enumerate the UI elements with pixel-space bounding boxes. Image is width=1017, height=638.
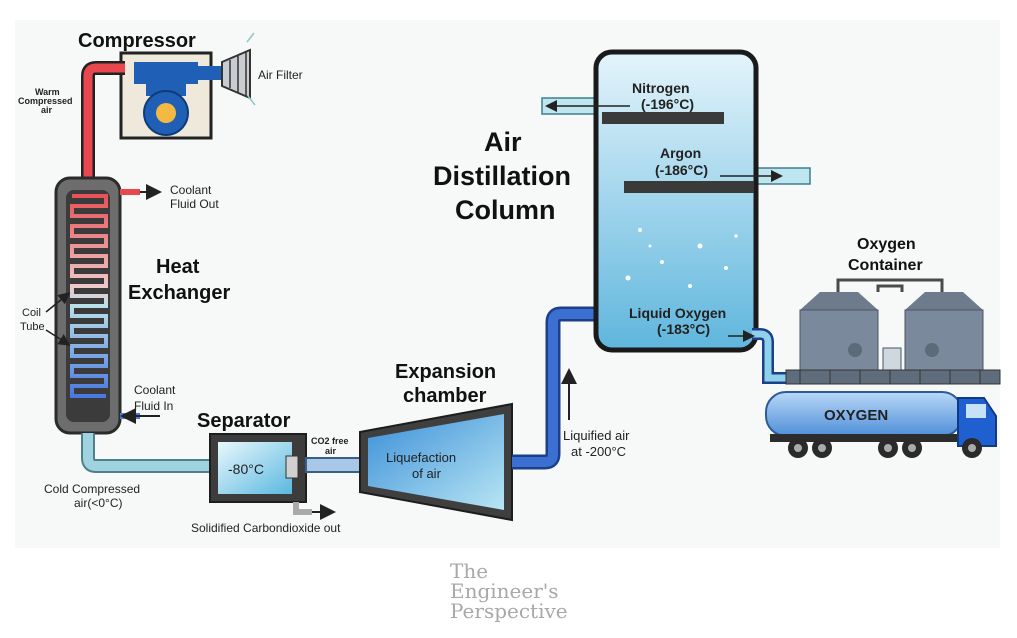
watermark-line-1: The <box>450 559 489 583</box>
liquid-oxygen-label-2: (-183°C) <box>657 321 710 337</box>
expansion-chamber <box>359 402 513 522</box>
column-label-1: Air <box>484 127 522 157</box>
compressor-label: Compressor <box>78 30 196 52</box>
watermark-line-3: Perspective <box>450 599 568 623</box>
coolant-in-label-1: Coolant <box>134 383 176 397</box>
coolant-out-label-2: Fluid Out <box>170 197 219 211</box>
liquefaction-label-2: of air <box>412 466 442 481</box>
warm-air-label-1: Warm <box>35 87 60 97</box>
compressor <box>119 51 224 140</box>
liquified-air-label-1: Liquified air <box>563 428 630 443</box>
separator <box>209 433 307 503</box>
argon-label-2: (-186°C) <box>655 162 708 178</box>
co2-free-pipe <box>305 457 363 473</box>
heat-exchanger <box>54 176 122 435</box>
column-label-2: Distillation <box>433 161 571 191</box>
separator-temp: -80°C <box>228 461 264 477</box>
solid-co2-label: Solidified Carbondioxide out <box>191 521 341 535</box>
watermark: The Engineer's Perspective <box>450 561 610 621</box>
liquefaction-label-1: Liquefaction <box>386 450 456 465</box>
coil-tube <box>70 194 108 398</box>
expansion-label-1: Expansion <box>395 361 496 383</box>
distillation-column <box>593 49 759 353</box>
coil-tube-label-1: Coil <box>22 307 41 319</box>
coolant-in-label-2: Fluid In <box>134 399 173 413</box>
nitrogen-label-1: Nitrogen <box>632 80 690 96</box>
oxygen-container-label-1: Oxygen <box>857 236 916 253</box>
oxygen-outlet-pipe <box>752 330 788 382</box>
heat-exchanger-label-1: Heat <box>156 256 200 278</box>
nitrogen-label-2: (-196°C) <box>641 96 694 112</box>
heat-exchanger-label-2: Exchanger <box>128 282 230 304</box>
warm-air-label-3: air <box>41 105 53 115</box>
liquified-air-label-2: at -200°C <box>571 444 626 459</box>
air-filter-icon <box>221 32 256 106</box>
co2-free-label-2: air <box>325 446 337 456</box>
liquid-pipe <box>512 309 600 467</box>
warm-air-label-2: Compressed <box>18 96 73 106</box>
oxygen-container-label-2: Container <box>848 257 923 274</box>
liquid-oxygen-label-1: Liquid Oxygen <box>629 305 726 321</box>
separator-label: Separator <box>197 410 291 432</box>
air-filter-label: Air Filter <box>258 68 303 82</box>
oxygen-tanker-truck <box>765 391 997 458</box>
oxygen-storage-tanks <box>785 278 1001 385</box>
co2-free-label-1: CO2 free <box>311 436 349 446</box>
watermark-line-2: Engineer's <box>450 579 559 603</box>
expansion-label-2: chamber <box>403 385 487 407</box>
hot-pipe <box>83 63 125 182</box>
cold-air-label-1: Cold Compressed <box>44 482 140 496</box>
column-label-3: Column <box>455 195 556 225</box>
cold-air-label-2: air(<0°C) <box>74 496 122 510</box>
cold-pipe <box>83 433 214 471</box>
argon-label-1: Argon <box>660 145 701 161</box>
coil-tube-label-2: Tube <box>20 321 45 333</box>
coolant-out-label-1: Coolant <box>170 183 212 197</box>
tanker-label: OXYGEN <box>824 407 888 424</box>
